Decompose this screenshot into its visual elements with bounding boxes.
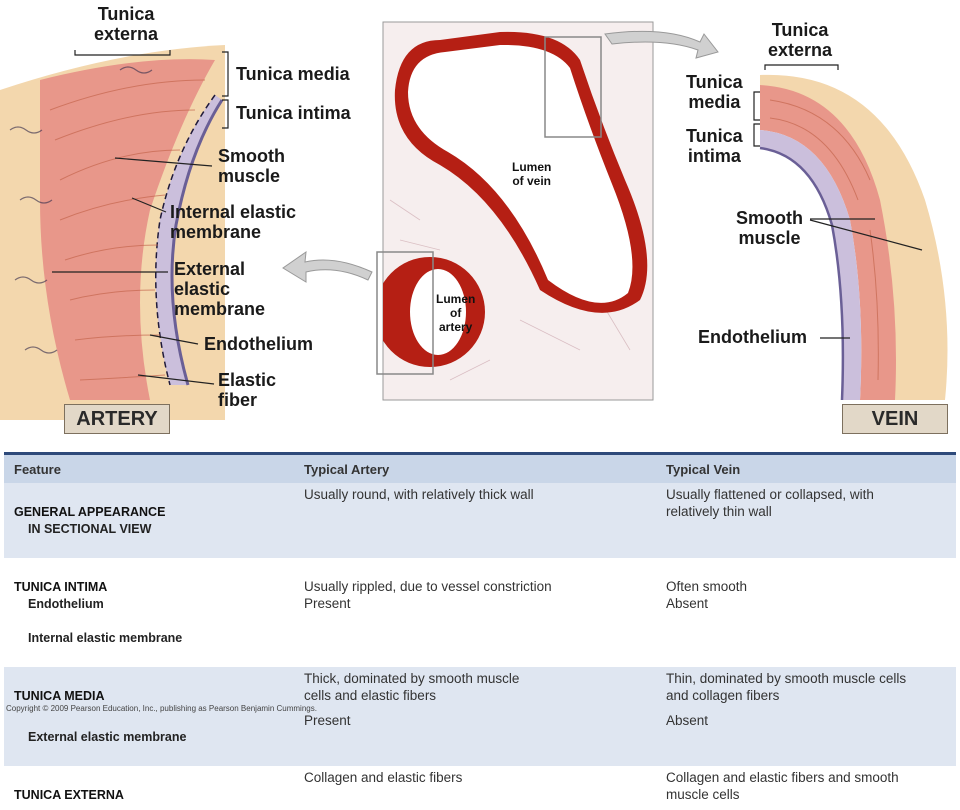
vein-wall-illustration	[759, 74, 948, 401]
figure-area: Tunica externa Tunica media Tunica intim…	[0, 4, 948, 434]
artery-label-endothelium: Endothelium	[204, 334, 313, 354]
micrograph	[376, 21, 654, 401]
vein-label-tunica-externa: Tunica externa	[768, 20, 833, 60]
header-typical-vein: Typical Vein	[656, 452, 956, 483]
artery-cell: Usually round, with relatively thick wal…	[294, 483, 656, 558]
vein-cell: Collagen and elastic fibers and smooth m…	[656, 766, 956, 810]
header-typical-artery: Typical Artery	[294, 452, 656, 483]
vein-label-endothelium: Endothelium	[698, 327, 807, 347]
feature-cell: TUNICA INTIMA Endothelium Internal elast…	[4, 558, 294, 667]
feature-subtitle: IN SECTIONAL VIEW	[28, 522, 152, 536]
artery-label-smooth-muscle: Smooth muscle	[218, 146, 285, 186]
vein-label-smooth-muscle: Smooth muscle	[736, 208, 803, 248]
artery-wall-illustration	[0, 45, 225, 420]
artery-label-tunica-externa: Tunica externa	[94, 4, 159, 44]
table-row: TUNICA MEDIA Thick, dominated by smooth …	[4, 667, 956, 709]
vein-cell: Often smooth Absent	[656, 558, 956, 667]
feature-cell: External elastic membrane	[4, 709, 294, 766]
feature-title: TUNICA MEDIA	[14, 689, 105, 703]
feature-cell: GENERAL APPEARANCE IN SECTIONAL VIEW	[4, 483, 294, 558]
table-row: TUNICA INTIMA Endothelium Internal elast…	[4, 558, 956, 667]
artery-cell: Thick, dominated by smooth muscle cells …	[294, 667, 656, 709]
feature-subtitle: Internal elastic membrane	[28, 631, 183, 645]
arrow-to-artery	[282, 250, 373, 283]
vein-cell: Thin, dominated by smooth muscle cells a…	[656, 667, 956, 709]
artery-label-internal-elastic-membrane: Internal elastic membrane	[170, 202, 297, 242]
header-feature: Feature	[4, 452, 294, 483]
feature-subtitle: External elastic membrane	[28, 730, 187, 744]
arrow-to-vein	[604, 30, 719, 59]
artery-label-tunica-intima: Tunica intima	[236, 103, 351, 123]
feature-cell: TUNICA EXTERNA	[4, 766, 294, 810]
artery-label-tunica-media: Tunica media	[236, 64, 350, 84]
vein-tag: VEIN	[842, 404, 948, 434]
table-row: GENERAL APPEARANCE IN SECTIONAL VIEW Usu…	[4, 483, 956, 558]
table-header-row: Feature Typical Artery Typical Vein	[4, 452, 956, 483]
artery-cell: Collagen and elastic fibers	[294, 766, 656, 810]
feature-cell: TUNICA MEDIA	[4, 667, 294, 709]
label-lumen-of-vein: Lumen of vein	[512, 160, 552, 188]
illustration-canvas	[0, 21, 948, 420]
artery-cell: Usually rippled, due to vessel constrict…	[294, 558, 656, 667]
vein-label-tunica-media: Tunica media	[686, 72, 743, 112]
artery-cell: Present	[294, 709, 656, 766]
feature-title: TUNICA INTIMA	[14, 580, 108, 594]
table-row: TUNICA EXTERNA Collagen and elastic fibe…	[4, 766, 956, 810]
copyright-notice: Copyright © 2009 Pearson Education, Inc.…	[6, 704, 317, 713]
label-lumen-of-artery: Lumen of artery	[436, 292, 476, 334]
artery-tag: ARTERY	[64, 404, 170, 434]
comparison-table: Feature Typical Artery Typical Vein GENE…	[4, 452, 956, 810]
vein-cell: Absent	[656, 709, 956, 766]
artery-label-elastic-fiber: Elastic fiber	[218, 370, 277, 410]
vein-cell: Usually flattened or collapsed, with rel…	[656, 483, 956, 558]
table-row: External elastic membrane Present Absent	[4, 709, 956, 766]
label-leaders	[52, 50, 923, 385]
feature-title: TUNICA EXTERNA	[14, 788, 124, 802]
feature-title: GENERAL APPEARANCE	[14, 505, 166, 519]
feature-subtitle: Endothelium	[28, 597, 104, 611]
vein-label-tunica-intima: Tunica intima	[686, 126, 743, 166]
artery-label-external-elastic-membrane: External elastic membrane	[174, 259, 266, 319]
